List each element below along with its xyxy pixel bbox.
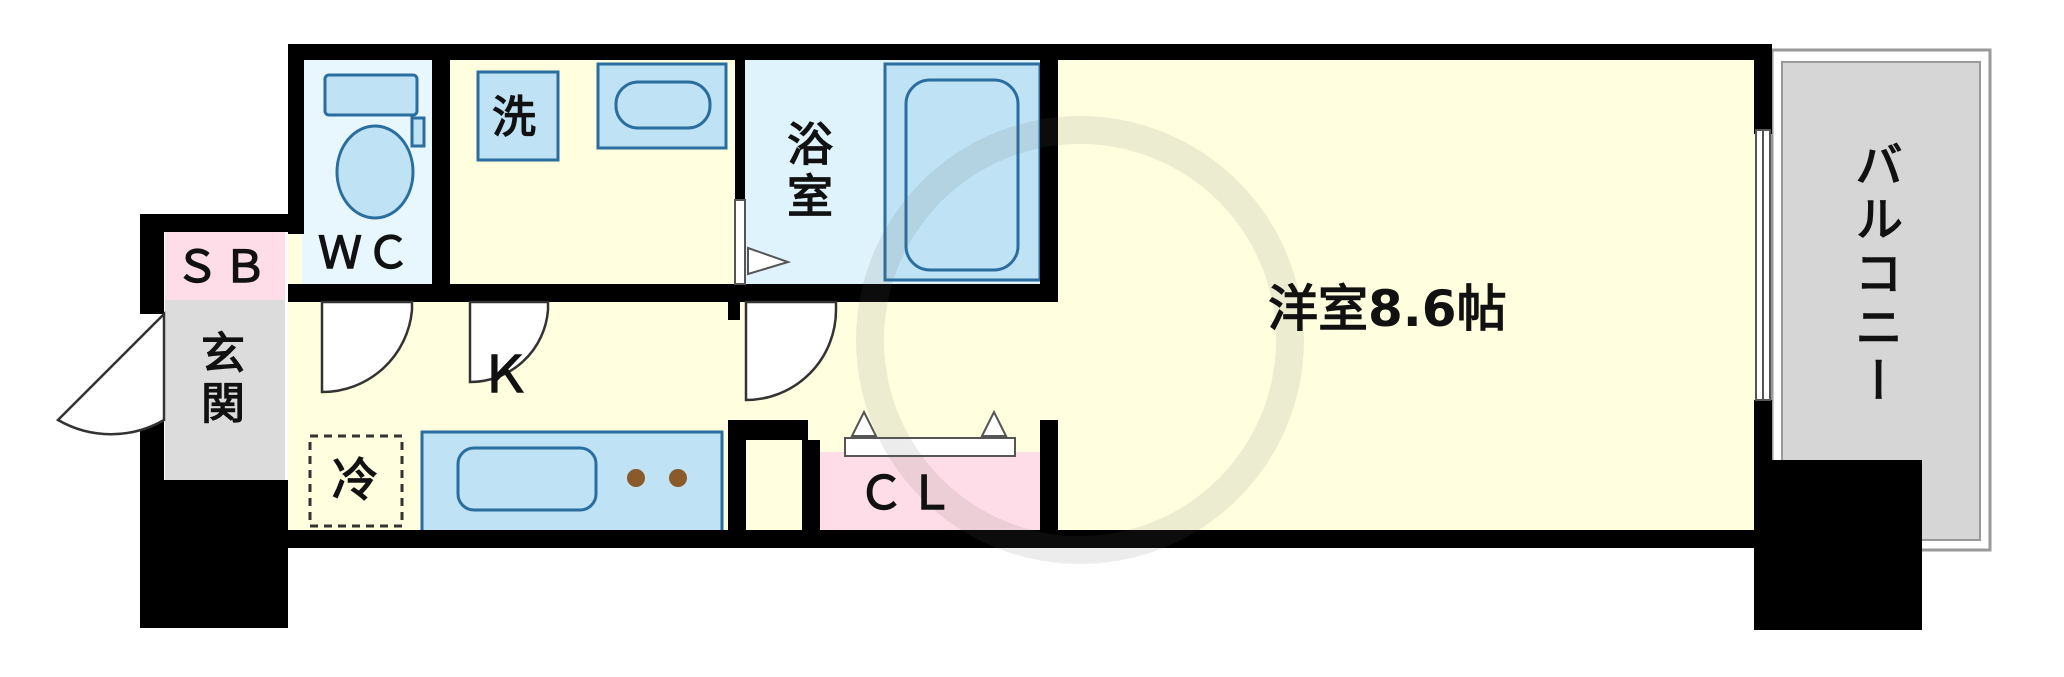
sb-label: ＳＢ — [175, 242, 271, 293]
door-swings — [55, 300, 838, 436]
fridge-label: 冷 — [332, 453, 378, 507]
walls — [140, 44, 1922, 630]
bath-door — [734, 199, 746, 285]
kitchen-label: Ｋ — [480, 346, 530, 404]
bath-door-marker — [747, 246, 792, 276]
toilet-tank-icon — [323, 73, 419, 117]
closet-label: ＣＬ — [858, 466, 958, 520]
storage-nook — [752, 460, 802, 532]
entrance-label: 玄関 — [193, 330, 244, 430]
fridge-space — [308, 434, 404, 528]
bathroom-label: 浴室 — [780, 120, 834, 224]
toilet-side-icon — [410, 116, 426, 148]
stove-burner-icon — [627, 469, 645, 487]
closet-door-marker — [980, 409, 1008, 437]
watermark-logo — [856, 116, 1304, 564]
toilet-bowl-icon — [335, 124, 415, 220]
closet-doors — [844, 437, 1016, 457]
kitchen-sink-icon — [456, 446, 598, 512]
bathtub-icon — [904, 78, 1020, 272]
washer-label: 洗 — [492, 92, 536, 143]
washer-box — [476, 70, 560, 162]
sb-area — [165, 232, 285, 300]
stove-burner-icon — [669, 469, 687, 487]
closet-door-marker — [850, 409, 878, 437]
closet-area — [820, 452, 1040, 534]
wc-label: ＷＣ — [318, 228, 414, 279]
room-label: 洋室8.6帖 — [1268, 280, 1507, 338]
balcony-label: バルコニー — [1846, 140, 1902, 410]
washbasin-sink-icon — [614, 80, 712, 130]
